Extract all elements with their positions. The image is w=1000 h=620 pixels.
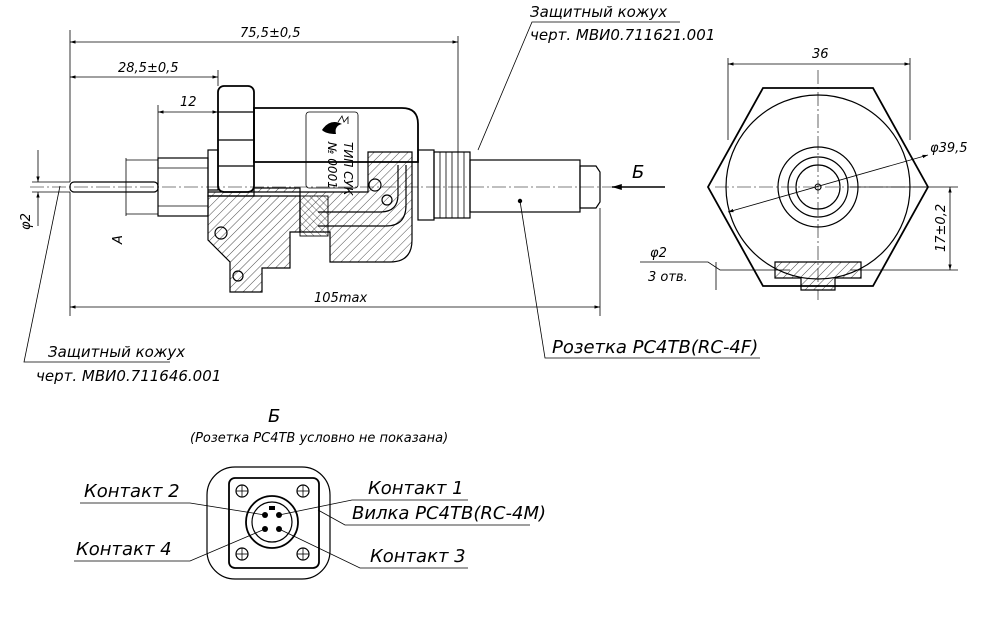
dim-letter-a: A	[111, 235, 126, 245]
socket-end	[579, 165, 601, 209]
view-b-title: Б	[268, 406, 280, 427]
dim-75: 75,5±0,5	[240, 26, 301, 41]
dim-39: φ39,5	[930, 141, 968, 156]
knurl	[439, 152, 465, 218]
cover-left-ref: черт. МВИ0.711646.001	[36, 367, 221, 385]
pin-hole	[214, 226, 228, 240]
label-plate	[305, 111, 359, 189]
housing-top	[253, 107, 419, 163]
cover-top-ref: черт. МВИ0.711621.001	[530, 26, 715, 44]
view-b-subtitle: (Розетка РС4ТВ условно не показана)	[190, 431, 448, 446]
front-view: 36 φ39,5 17±0,2 φ2 3 отв.	[640, 47, 968, 300]
plug-label: Вилка РС4ТВ(RC-4M)	[352, 503, 546, 524]
side-view: ТИП СУК № 0001 Б 75,5±0,5 28,5±0,5 12	[19, 3, 760, 385]
cover-left-title: Защитный кожух	[48, 343, 185, 361]
contact-1-label: Контакт 1	[368, 478, 464, 499]
leader-contact-1	[278, 499, 468, 516]
dim-17: 17±0,2	[934, 204, 949, 252]
view-arrow-label: Б	[632, 162, 644, 183]
hex-nut	[217, 85, 255, 193]
leader-holes	[640, 261, 790, 271]
leader-plug	[317, 509, 530, 526]
front-section	[774, 261, 862, 291]
leader-contact-3	[278, 528, 468, 569]
dim-hole-diameter: φ2	[650, 246, 667, 261]
dim-105: 105max	[314, 291, 367, 306]
dim-hole-count: 3 отв.	[648, 270, 688, 285]
socket-label: Розетка РС4ТВ(RC-4F)	[552, 337, 758, 358]
leader-cover-top	[477, 21, 680, 151]
leader-contact-2	[80, 502, 266, 516]
leader-socket	[519, 200, 760, 359]
leader-cover-left	[23, 185, 170, 363]
manufacturer-logo	[322, 115, 349, 134]
leader-contact-4	[74, 528, 266, 562]
dim-probe-diameter: φ2	[19, 213, 34, 230]
connector-flange	[417, 149, 435, 221]
contact-2-label: Контакт 2	[84, 481, 180, 502]
view-b-outline	[206, 466, 331, 580]
plug-ring-inner	[251, 501, 293, 543]
plug-ring-outer	[245, 495, 299, 549]
plug-pins	[262, 506, 282, 532]
socket-body	[469, 159, 581, 213]
contact-4-label: Контакт 4	[76, 539, 172, 560]
view-b: Б (Розетка РС4ТВ условно не показана) Ко…	[74, 406, 546, 580]
dim-36: 36	[812, 47, 829, 62]
cover-top-title: Защитный кожух	[530, 3, 667, 21]
mounting-holes	[235, 484, 310, 561]
contact-3-label: Контакт 3	[370, 546, 466, 567]
dim-line-39	[727, 154, 929, 213]
flange-hole	[232, 270, 244, 282]
dim-28: 28,5±0,5	[118, 61, 179, 76]
plug-flange	[228, 477, 320, 569]
flange-section	[207, 195, 301, 293]
dim-12: 12	[180, 95, 197, 110]
body-type-label: ТИП СУК	[341, 142, 355, 196]
body-number-label: № 0001	[325, 141, 339, 189]
hex-outline	[706, 87, 930, 287]
cable-channel	[318, 165, 399, 213]
